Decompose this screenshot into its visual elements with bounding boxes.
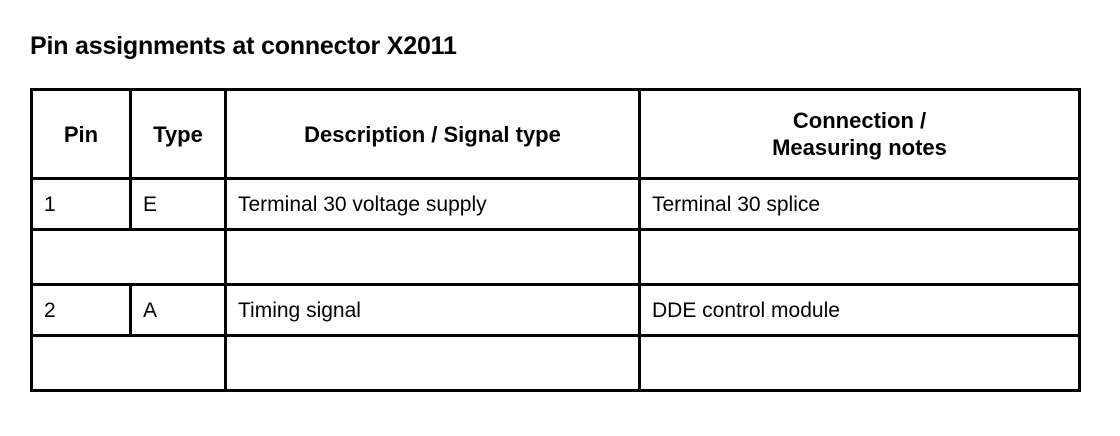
cell-connection <box>638 334 1081 392</box>
column-header-connection-label: Connection /Measuring notes <box>641 107 1078 161</box>
cell-type: E <box>129 177 227 231</box>
cell-pin-type-merged-value <box>33 363 224 364</box>
cell-type: A <box>129 283 227 337</box>
cell-connection-value <box>641 363 1078 364</box>
cell-description <box>224 228 641 286</box>
pin-assignments-table-container: Pin Type Description / Signal type Conne… <box>30 88 1081 392</box>
cell-description-value: Timing signal <box>238 298 361 322</box>
page-title: Pin assignments at connector X2011 <box>30 31 457 60</box>
pin-assignments-table: Pin Type Description / Signal type Conne… <box>30 88 1081 392</box>
cell-connection: Terminal 30 splice <box>638 177 1081 231</box>
cell-connection-value: Terminal 30 splice <box>652 192 821 216</box>
column-header-connection-line2: Measuring notes <box>772 135 947 160</box>
cell-description-value: Terminal 30 voltage supply <box>238 192 487 216</box>
column-header-connection: Connection /Measuring notes <box>638 88 1081 180</box>
table-row: 2 A Timing signal DDE control module <box>30 283 1081 337</box>
cell-pin: 2 <box>30 283 132 337</box>
column-header-connection-line1: Connection / <box>792 108 927 133</box>
cell-type-value: A <box>143 298 158 322</box>
cell-description: Terminal 30 voltage supply <box>224 177 641 231</box>
column-header-pin-label: Pin <box>63 121 99 147</box>
column-header-type-label: Type <box>153 121 203 147</box>
cell-description-value <box>227 257 638 258</box>
cell-pin-type-merged <box>30 228 227 286</box>
column-header-pin: Pin <box>30 88 132 180</box>
cell-pin: 1 <box>30 177 132 231</box>
cell-connection-value: DDE control module <box>652 298 840 322</box>
column-header-description: Description / Signal type <box>224 88 641 180</box>
table-row: 1 E Terminal 30 voltage supply Terminal … <box>30 177 1081 231</box>
table-header-row: Pin Type Description / Signal type Conne… <box>30 88 1081 180</box>
cell-connection-value <box>641 257 1078 258</box>
table-row <box>30 334 1081 392</box>
cell-pin-value: 2 <box>44 298 56 322</box>
cell-pin-value: 1 <box>44 192 56 216</box>
cell-pin-type-merged <box>30 334 227 392</box>
cell-description-value <box>227 363 638 364</box>
cell-type-value: E <box>143 192 158 216</box>
cell-connection: DDE control module <box>638 283 1081 337</box>
cell-pin-type-merged-value <box>33 257 224 258</box>
column-header-type: Type <box>129 88 227 180</box>
column-header-description-label: Description / Signal type <box>304 121 561 147</box>
cell-connection <box>638 228 1081 286</box>
cell-description <box>224 334 641 392</box>
table-row <box>30 228 1081 286</box>
cell-description: Timing signal <box>224 283 641 337</box>
